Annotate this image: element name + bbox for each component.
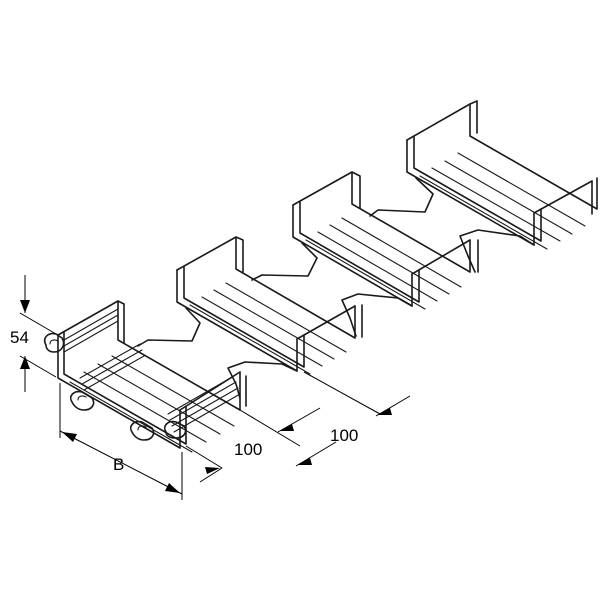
dimension-width-label: B [113, 455, 124, 474]
arrow-left-icon [378, 408, 392, 415]
dimension-width: B [59, 383, 183, 500]
arrow-up-icon [20, 356, 30, 369]
dimension-height: 54 [10, 275, 57, 392]
arrow-right-icon [165, 483, 180, 493]
coupler-clip-bottom-left [69, 390, 95, 411]
arrow-left-icon [280, 424, 294, 431]
tray-segment-far [406, 100, 598, 250]
arrow-down-icon [20, 300, 30, 313]
tray-segment-2 [176, 236, 363, 375]
dimension-pitch-2: 100 [295, 371, 411, 467]
zigzag-wire-1 [137, 307, 298, 399]
dimension-height-label: 54 [10, 328, 29, 347]
dimension-pitch-1: 100 [185, 407, 321, 483]
dimension-pitch-2-label: 100 [330, 426, 358, 445]
coupler-clip-bottom-mid [129, 420, 155, 441]
arrow-left-icon [62, 432, 77, 442]
coupler-clip-right [163, 420, 187, 439]
arrow-right-icon [298, 458, 312, 465]
coupler-clip-top-left [43, 332, 65, 353]
zigzag-wire-2 [251, 242, 413, 337]
tray-segment-3 [292, 171, 479, 310]
dimension-pitch-1-label: 100 [234, 440, 262, 459]
zigzag-wire-3 [369, 177, 535, 273]
arrow-right-icon [205, 467, 220, 474]
